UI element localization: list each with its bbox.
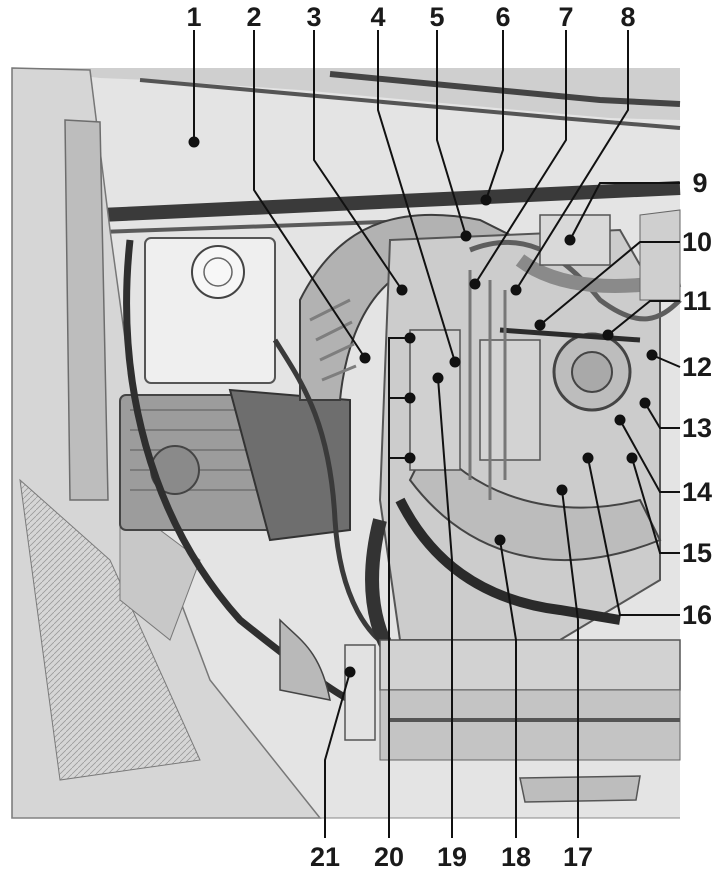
leader-11 [607, 300, 680, 336]
engine-compartment-illustration [11, 67, 682, 819]
leader-8 [515, 30, 629, 291]
leader-16 [587, 457, 680, 616]
callout-numbers: 1 2 3 4 5 6 7 8 9 10 11 12 13 14 15 16 2… [186, 2, 712, 872]
leader-5 [436, 30, 467, 237]
leader-15 [631, 457, 680, 554]
label-12: 12 [682, 352, 712, 382]
leader-21 [324, 671, 351, 838]
label-14: 14 [682, 477, 712, 507]
label-6: 6 [495, 2, 510, 32]
label-21: 21 [310, 842, 340, 872]
label-20: 20 [374, 842, 404, 872]
leader-12 [651, 354, 681, 368]
label-16: 16 [682, 600, 712, 630]
label-10: 10 [682, 227, 712, 257]
leader-13 [644, 402, 680, 429]
label-11: 11 [683, 286, 712, 316]
leader-6 [485, 30, 504, 201]
label-4: 4 [370, 2, 385, 32]
label-5: 5 [429, 2, 444, 32]
leader-lines [193, 30, 681, 838]
leader-18 [499, 539, 517, 838]
leader-4 [377, 30, 456, 363]
leader-10 [539, 241, 680, 326]
label-7: 7 [558, 2, 573, 32]
label-1: 1 [186, 2, 201, 32]
leader-9 [569, 182, 680, 241]
label-19: 19 [437, 842, 467, 872]
label-18: 18 [501, 842, 531, 872]
label-15: 15 [682, 538, 712, 568]
label-3: 3 [306, 2, 321, 32]
label-17: 17 [563, 842, 593, 872]
label-8: 8 [620, 2, 635, 32]
leader-3 [313, 30, 403, 291]
leader-14 [619, 419, 680, 493]
leader-17 [561, 489, 579, 838]
label-2: 2 [246, 2, 261, 32]
label-9: 9 [692, 168, 707, 198]
leader-19 [437, 377, 453, 838]
leader-20 [388, 337, 410, 838]
label-13: 13 [682, 413, 712, 443]
leader-2 [253, 30, 366, 359]
leader-7 [474, 30, 567, 285]
